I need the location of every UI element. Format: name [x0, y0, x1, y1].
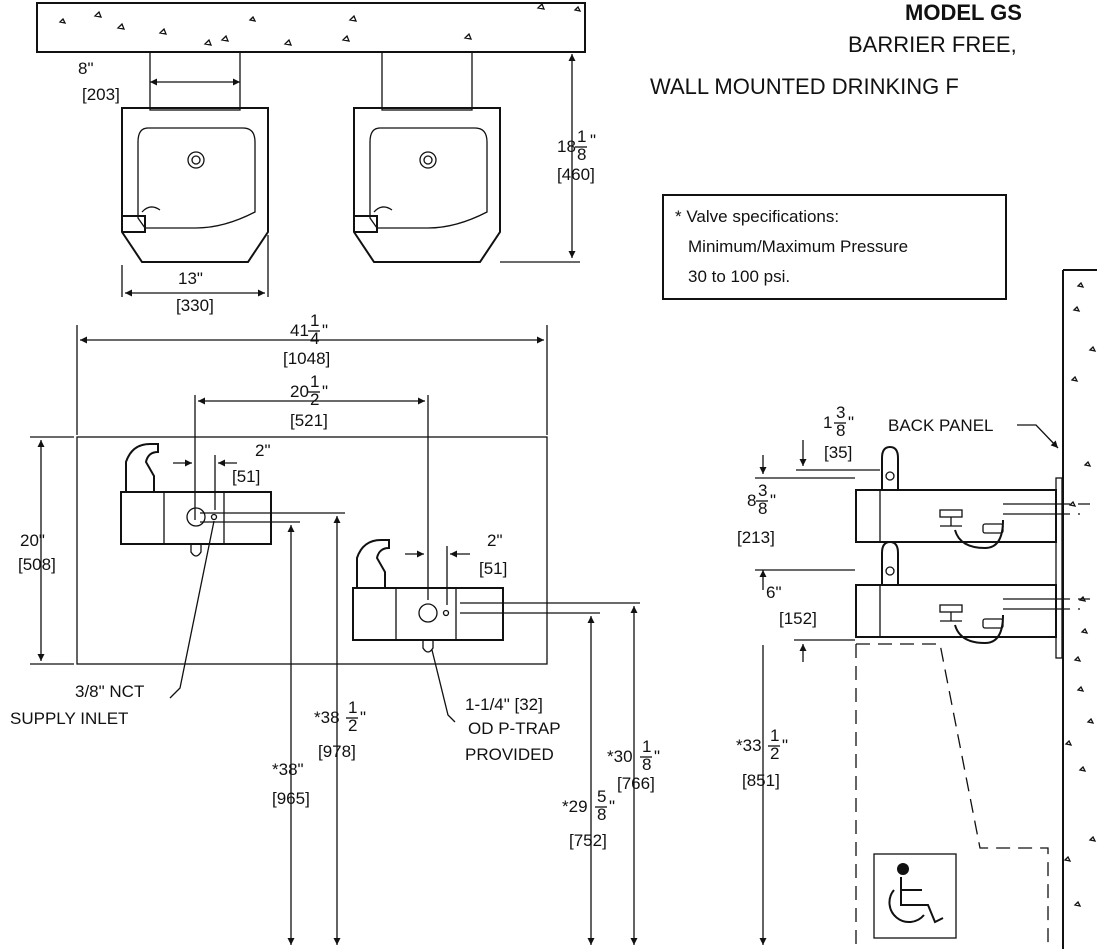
- front-view: 41 1 4 " [1048] 20 1 2 " [521] 20" [508]: [10, 311, 660, 945]
- left-basin: [137, 127, 256, 229]
- top-view: 8" [203] 18 1 8 " [460] 13" [330]: [36, 2, 596, 315]
- svg-text:": ": [590, 131, 596, 150]
- wheelchair-accessibility-icon: [873, 853, 957, 939]
- ptrap-line2: OD P-TRAP: [468, 719, 561, 738]
- dim-18-mm: [460]: [557, 165, 595, 184]
- right-bowl: [353, 107, 501, 263]
- subtitle-barrier-free: BARRIER FREE,: [848, 32, 1017, 57]
- dim-8-mm: [203]: [82, 85, 120, 104]
- supply-inlet-line2: SUPPLY INLET: [10, 709, 128, 728]
- ptrap-line3: PROVIDED: [465, 745, 554, 764]
- svg-text:1: 1: [310, 372, 319, 391]
- dim-2-right-mm: [51]: [479, 559, 507, 578]
- wall-plate: [76, 436, 548, 665]
- dim-38-label: *38": [272, 760, 304, 779]
- left-fountain-front: [120, 443, 272, 557]
- dim-2-left-mm: [51]: [232, 467, 260, 486]
- svg-text:8: 8: [642, 755, 651, 774]
- left-drain: [187, 151, 205, 169]
- dim-29-mm: [752]: [569, 831, 607, 850]
- dim-33-mm: [851]: [742, 771, 780, 790]
- dim-38-mm: [965]: [272, 789, 310, 808]
- subtitle-wall-mounted: WALL MOUNTED DRINKING F: [650, 74, 959, 99]
- svg-text:41: 41: [290, 321, 309, 340]
- svg-text:": ": [770, 491, 776, 510]
- svg-text:8: 8: [836, 421, 845, 440]
- right-drain: [419, 151, 437, 169]
- right-fountain-front: [352, 539, 504, 653]
- svg-text:2: 2: [310, 390, 319, 409]
- svg-text:1: 1: [642, 737, 651, 756]
- lower-fountain-side: [855, 540, 1090, 645]
- wall-aggregate-marks: [58, 2, 582, 46]
- svg-text:8: 8: [577, 145, 586, 164]
- right-pushbar: [354, 215, 378, 233]
- svg-text:3: 3: [758, 481, 767, 500]
- svg-text:4: 4: [310, 329, 319, 348]
- svg-text:": ": [609, 797, 615, 816]
- svg-text:1: 1: [348, 698, 357, 717]
- svg-text:8: 8: [747, 491, 756, 510]
- svg-text:": ": [322, 382, 328, 401]
- svg-text:1: 1: [577, 127, 586, 146]
- svg-text:5: 5: [597, 787, 606, 806]
- svg-text:": ": [848, 413, 854, 432]
- dim-2-left: 2": [255, 441, 271, 460]
- ptrap-line1: 1-1/4" [32]: [465, 695, 543, 714]
- dim-13-label: 13": [178, 269, 203, 288]
- svg-text:*30: *30: [607, 747, 633, 766]
- model-title: MODEL GS: [905, 0, 1022, 25]
- svg-text:8: 8: [597, 805, 606, 824]
- dim-41-mm: [1048]: [283, 349, 330, 368]
- svg-text:Minimum/Maximum Pressure: Minimum/Maximum Pressure: [688, 237, 908, 256]
- back-panel-label: BACK PANEL: [888, 416, 994, 435]
- left-pushbar: [122, 215, 146, 233]
- svg-text:* Valve specifications:: * Valve specifications:: [675, 207, 839, 226]
- upper-fountain-side: [855, 445, 1090, 550]
- svg-text:8: 8: [758, 499, 767, 518]
- svg-text:1: 1: [770, 726, 779, 745]
- svg-text:1: 1: [310, 311, 319, 330]
- right-basin: [369, 127, 488, 229]
- dim-1-mm: [35]: [824, 443, 852, 462]
- dim-6-label: 6": [766, 583, 782, 602]
- svg-text:30 to 100 psi.: 30 to 100 psi.: [688, 267, 790, 286]
- dim-20-mm: [508]: [18, 555, 56, 574]
- dim-30-mm: [766]: [617, 774, 655, 793]
- svg-text:2: 2: [348, 716, 357, 735]
- valve-note-box: * Valve specifications: Minimum/Maximum …: [662, 194, 1007, 300]
- dim-8-side-mm: [213]: [737, 528, 775, 547]
- dim-13-mm: [330]: [176, 296, 214, 315]
- dim-38-half-mm: [978]: [318, 742, 356, 761]
- svg-text:20: 20: [290, 382, 309, 401]
- dim-20-half-mm: [521]: [290, 411, 328, 430]
- svg-text:": ": [360, 708, 366, 727]
- wall-section: [36, 2, 586, 53]
- supply-inlet-line1: 3/8" NCT: [75, 682, 144, 701]
- knee-clearance-outline: [856, 643, 1049, 949]
- back-panel: [1055, 477, 1063, 659]
- svg-text:": ": [654, 747, 660, 766]
- side-wall-aggregate: [1063, 281, 1097, 907]
- svg-text:*29: *29: [562, 797, 588, 816]
- svg-text:3: 3: [836, 403, 845, 422]
- dim-8-label: 8": [78, 59, 94, 78]
- svg-text:": ": [782, 736, 788, 755]
- dim-2-right: 2": [487, 531, 503, 550]
- svg-text:": ": [322, 321, 328, 340]
- svg-text:2: 2: [770, 744, 779, 763]
- dim-18-whole: 18: [557, 137, 576, 156]
- svg-text:*33: *33: [736, 736, 762, 755]
- dim-6-mm: [152]: [779, 609, 817, 628]
- svg-text:*38: *38: [314, 708, 340, 727]
- left-stem: [149, 51, 241, 111]
- right-stem: [381, 51, 473, 111]
- side-view: BACK PANEL: [736, 269, 1097, 949]
- dim-20-label: 20": [20, 531, 45, 550]
- left-bowl: [121, 107, 269, 263]
- svg-text:1: 1: [823, 413, 832, 432]
